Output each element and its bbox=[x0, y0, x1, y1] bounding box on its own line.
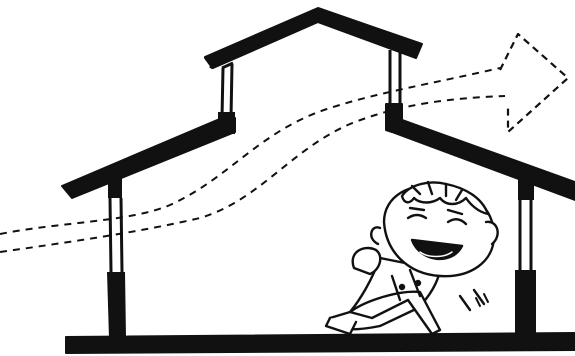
right-wall bbox=[515, 176, 536, 336]
floor bbox=[65, 332, 575, 354]
airflow-arrow-icon bbox=[499, 32, 570, 134]
upper-roof bbox=[203, 7, 423, 70]
airflow-lines bbox=[0, 67, 506, 253]
left-roof bbox=[61, 112, 236, 199]
clerestory-window-left bbox=[220, 61, 234, 119]
left-wall bbox=[107, 178, 126, 338]
motion-lines bbox=[475, 293, 489, 307]
relaxing-person bbox=[324, 180, 499, 336]
clerestory-window-right bbox=[388, 50, 402, 104]
